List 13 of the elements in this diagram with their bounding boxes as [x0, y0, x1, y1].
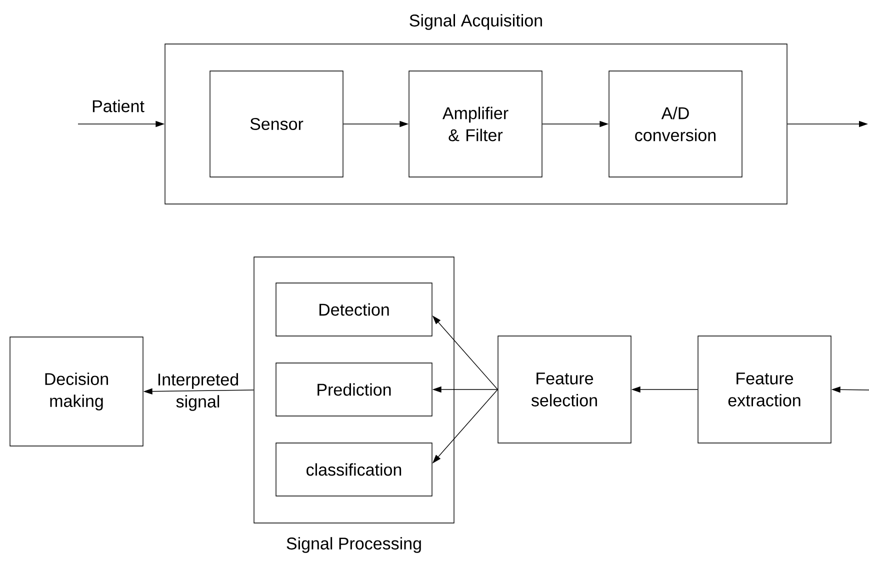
stage-box: classification	[276, 442, 432, 496]
edge-label: Patient	[92, 100, 144, 112]
node-label: Signal Acquisition	[410, 14, 542, 30]
process-box: Decision making	[10, 336, 144, 446]
process-box: Feature selection	[498, 336, 632, 444]
stage-box: Sensor	[210, 70, 344, 178]
node-label: Signal Processing	[286, 537, 421, 553]
stage-box: A/D conversion	[608, 70, 742, 178]
stage-box: Amplifier & Filter	[408, 70, 542, 178]
stage-box: Detection	[276, 282, 432, 336]
stage-box: Prediction	[276, 362, 432, 416]
edge-label: Interpreted signal	[158, 373, 238, 411]
process-box: Feature extraction	[698, 336, 832, 444]
